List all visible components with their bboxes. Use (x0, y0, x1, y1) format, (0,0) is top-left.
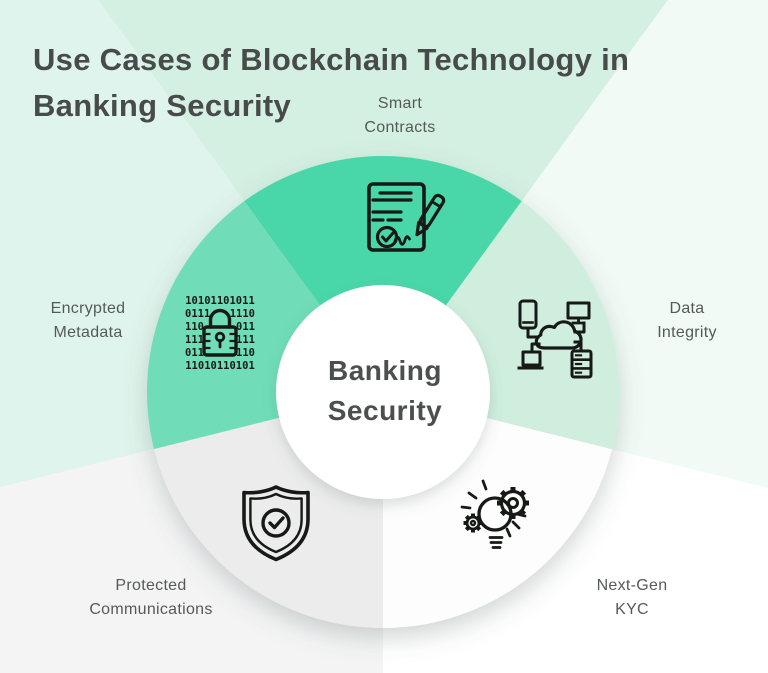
padlock-glyph (202, 308, 238, 357)
svg-text:110: 110 (185, 321, 204, 333)
shield-check-icon (242, 485, 310, 562)
page-title-line-1: Use Cases of Blockchain Technology in (33, 41, 630, 77)
segment-smart-contracts (244, 156, 522, 307)
segment-encrypted-metadata (146, 201, 321, 450)
svg-text:1110: 1110 (230, 308, 255, 320)
center-title: Banking Security (327, 355, 443, 426)
svg-text:0111: 0111 (185, 308, 210, 320)
label-data-integrity: Data Integrity (657, 300, 717, 341)
svg-text:011: 011 (236, 321, 255, 333)
label-next-gen-kyc: Next-Gen KYC (596, 577, 668, 618)
segment-data-integrity (445, 201, 620, 450)
svg-text:111: 111 (185, 334, 204, 346)
binary-code-padlock-icon: 10101101011 0111 1110 110 011 111 111 01… (185, 295, 255, 372)
lightbulb-gears-icon (460, 479, 529, 549)
center-circle (276, 285, 490, 499)
label-protected-communications: Protected Communications (89, 577, 213, 618)
svg-text:111: 111 (236, 334, 255, 346)
label-smart-contracts: Smart Contracts (364, 95, 436, 136)
label-encrypted-metadata: Encrypted Metadata (50, 300, 126, 341)
page-title-line-2: Banking Security (33, 87, 292, 123)
svg-text:10101101011: 10101101011 (185, 295, 255, 307)
segment-next-gen-kyc (383, 417, 612, 628)
svg-text:011: 011 (185, 347, 204, 359)
binary-rows: 10101101011 0111 1110 110 011 111 111 01… (185, 295, 255, 372)
svg-text:11010110101: 11010110101 (185, 360, 255, 372)
wheel-segments (146, 156, 620, 628)
svg-text:110: 110 (236, 347, 255, 359)
page-title: Use Cases of Blockchain Technology in Ba… (33, 37, 733, 129)
cloud-network-devices-icon (517, 299, 593, 379)
contract-signature-pen-icon (367, 182, 446, 252)
